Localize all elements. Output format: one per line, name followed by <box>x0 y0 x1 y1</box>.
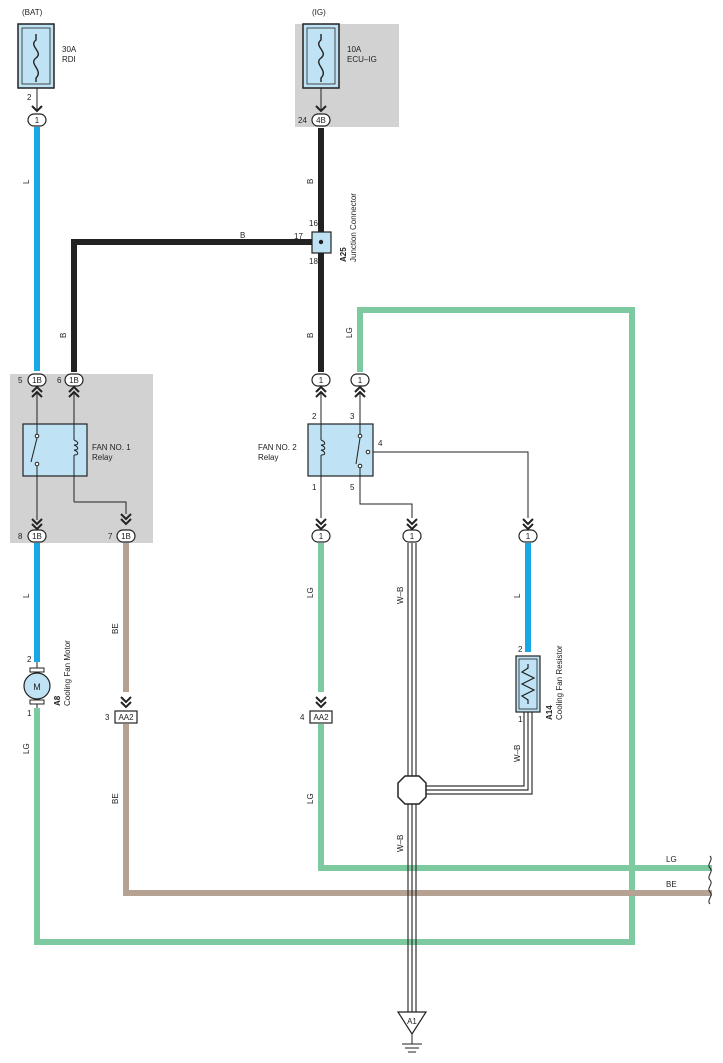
pin: 2 <box>518 645 523 654</box>
relay2-switch-icon <box>320 424 371 476</box>
conn-r1-6: 1B <box>69 376 79 385</box>
pin: 3 <box>105 713 110 722</box>
conn-r2-5: 1 <box>410 532 415 541</box>
conn-r2-4: 1 <box>526 532 531 541</box>
fuse-rdi-name: RDI <box>62 55 76 64</box>
pin: 3 <box>350 412 355 421</box>
break-marks <box>708 855 712 905</box>
pin: 16 <box>309 219 318 228</box>
wire-lg-motor-loop <box>34 307 635 945</box>
conn-r1-8: 1B <box>32 532 42 541</box>
conn-r1-7: 1B <box>121 532 131 541</box>
pin: 1 <box>518 715 523 724</box>
junction-name: Junction Connector <box>349 193 358 262</box>
pin: 8 <box>18 532 23 541</box>
conn-r2-3: 1 <box>358 376 363 385</box>
wire-label: B <box>59 333 68 338</box>
relay1-box <box>22 423 88 477</box>
wire-wb-resistor <box>426 712 533 795</box>
relay2-internal <box>320 392 529 518</box>
resistor-name: Cooling Fan Resistor <box>555 645 564 720</box>
conn-aa2-left: AA2 <box>118 713 134 722</box>
pin: 7 <box>108 532 113 541</box>
pin: 24 <box>298 116 307 125</box>
resistor-code: A14 <box>545 705 554 720</box>
connector-aa2-boxes <box>114 710 333 724</box>
fuse-ecu-ig-icon <box>318 34 324 82</box>
ground-icon <box>396 1011 428 1053</box>
fuse-rdi-icon <box>33 34 39 82</box>
junction-code: A25 <box>339 247 348 262</box>
pin: 1 <box>27 709 32 718</box>
motor-icon <box>23 662 51 708</box>
fuse-ecu-ig-rating: 10A <box>347 45 362 54</box>
wire-label: LG <box>306 587 315 598</box>
wire-label: W–B <box>396 587 405 604</box>
pin: 1 <box>312 483 317 492</box>
resistor-icon <box>520 664 536 704</box>
wire-label: W–B <box>513 745 522 762</box>
wire-be-lower <box>123 724 712 896</box>
relay2-box <box>307 423 374 477</box>
source-ig: (IG) <box>312 8 326 17</box>
relay2-label-2: Relay <box>258 453 278 462</box>
wire-label: L <box>22 179 31 184</box>
relay1-label-1: FAN NO. 1 <box>92 443 131 452</box>
conn-r1-5: 1B <box>32 376 42 385</box>
pin: 2 <box>27 93 32 102</box>
wire-label: LG <box>666 855 677 864</box>
wire-wb-main <box>407 543 417 1012</box>
wire-label: LG <box>22 743 31 754</box>
relay1-label-2: Relay <box>92 453 112 462</box>
fuse-rdi-rating: 30A <box>62 45 77 54</box>
connector-pills <box>27 113 538 543</box>
motor-code: A8 <box>53 695 62 706</box>
pin: 2 <box>312 412 317 421</box>
wire-b-relay1 <box>71 239 312 372</box>
conn-ig: 4B <box>316 116 326 125</box>
wire-label: L <box>22 593 31 598</box>
pin: 5 <box>18 376 23 385</box>
pin: 2 <box>27 655 32 664</box>
wire-label: B <box>306 333 315 338</box>
conn-bat: 1 <box>35 116 40 125</box>
relay2-label-1: FAN NO. 2 <box>258 443 297 452</box>
ground-code: A1 <box>407 1017 417 1026</box>
wire-label: B <box>240 231 245 240</box>
splice-point <box>397 775 427 805</box>
wire-lg-lower <box>318 724 712 871</box>
conn-r2-2: 1 <box>319 376 324 385</box>
wire-label: BE <box>111 793 120 804</box>
conn-r2-1: 1 <box>319 532 324 541</box>
wire-label: BE <box>666 880 677 889</box>
wire-label: BE <box>111 623 120 634</box>
wire-label: B <box>306 179 315 184</box>
connector-chevrons <box>31 105 534 709</box>
relay1-switch-icon <box>30 424 79 476</box>
wire-label: L <box>513 593 522 598</box>
pin: 4 <box>378 439 383 448</box>
source-bat: (BAT) <box>22 8 43 17</box>
fuse-ecu-ig-name: ECU–IG <box>347 55 377 64</box>
pin: 4 <box>300 713 305 722</box>
wire-label: LG <box>306 793 315 804</box>
pin: 5 <box>350 483 355 492</box>
wire-label: W–B <box>396 835 405 852</box>
motor-symbol: M <box>33 682 41 692</box>
motor-name: Cooling Fan Motor <box>63 640 72 706</box>
conn-aa2-right: AA2 <box>313 713 329 722</box>
wire-label: LG <box>345 327 354 338</box>
pin: 17 <box>294 232 303 241</box>
pin: 18 <box>309 257 318 266</box>
pin: 6 <box>57 376 62 385</box>
